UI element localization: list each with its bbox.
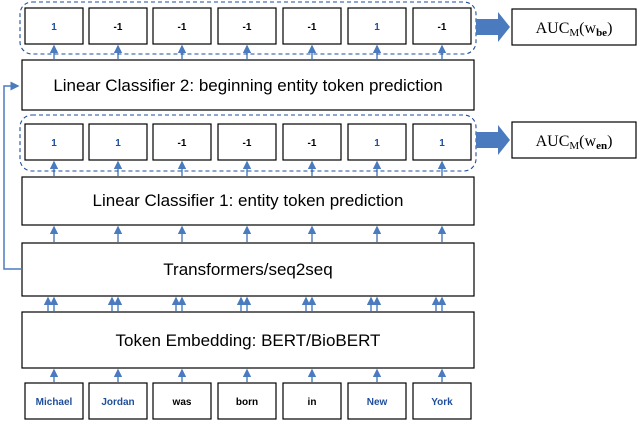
input-token-text: was xyxy=(172,397,192,408)
beginning-label-box xyxy=(412,7,472,45)
entity-label-group: 1 1 -1 -1 -1 1 1 xyxy=(19,114,477,172)
classifier1-label: Linear Classifier 1: entity token predic… xyxy=(93,191,404,210)
entity-label-text: 1 xyxy=(439,138,445,149)
skip-connection-arrow xyxy=(3,81,22,270)
embedding-layer: Token Embedding: BERT/BioBERT xyxy=(21,311,475,369)
beginning-label-box xyxy=(282,7,342,45)
beginning-label-text: -1 xyxy=(114,22,123,33)
entity-label-box xyxy=(217,123,277,161)
entity-label-box xyxy=(282,123,342,161)
entity-label-box xyxy=(88,123,148,161)
beginning-label-box xyxy=(217,7,277,45)
input-token-box xyxy=(282,382,342,420)
auc-en-box: AUCM(wen) xyxy=(511,121,637,159)
beginning-label-box xyxy=(347,7,407,45)
input-token-text: New xyxy=(367,397,388,408)
entity-label-text: -1 xyxy=(308,138,317,149)
input-token-text: York xyxy=(431,397,453,408)
entity-label-text: 1 xyxy=(51,138,57,149)
entity-label-box xyxy=(24,123,84,161)
transformer-label: Transformers/seq2seq xyxy=(163,260,332,279)
beginning-label-text: -1 xyxy=(243,22,252,33)
entity-label-text: -1 xyxy=(178,138,187,149)
embedding-label: Token Embedding: BERT/BioBERT xyxy=(116,331,381,350)
beginning-label-text: -1 xyxy=(438,22,447,33)
beginning-label-box xyxy=(88,7,148,45)
input-token-text: in xyxy=(308,397,317,408)
input-token-box xyxy=(88,382,148,420)
entity-label-text: 1 xyxy=(115,138,121,149)
classifier2-label: Linear Classifier 2: beginning entity to… xyxy=(53,76,442,95)
entity-label-box xyxy=(152,123,212,161)
auc-en-label: AUCM(wen) xyxy=(536,133,613,152)
input-token-row: Michael Jordan was born in New York xyxy=(24,382,472,420)
beginning-label-text: -1 xyxy=(178,22,187,33)
arrows-layer xyxy=(43,44,447,382)
input-token-text: Michael xyxy=(36,397,73,408)
input-token-text: Jordan xyxy=(101,397,134,408)
input-token-box xyxy=(152,382,212,420)
input-token-box xyxy=(347,382,407,420)
input-token-box xyxy=(412,382,472,420)
entity-label-text: 1 xyxy=(374,138,380,149)
beginning-label-text: 1 xyxy=(51,22,57,33)
beginning-label-text: -1 xyxy=(308,22,317,33)
auc-be-label: AUCM(wbe) xyxy=(536,20,613,39)
beginning-label-box xyxy=(24,7,84,45)
beginning-label-text: 1 xyxy=(374,22,380,33)
auc-be-arrow xyxy=(476,12,510,42)
auc-en-arrow xyxy=(476,125,510,155)
entity-label-box xyxy=(347,123,407,161)
entity-label-row: 1 1 -1 -1 -1 1 1 xyxy=(24,123,472,161)
entity-label-text: -1 xyxy=(243,138,252,149)
transformer-layer: Transformers/seq2seq xyxy=(21,242,475,297)
beginning-label-group: 1 -1 -1 -1 -1 1 -1 xyxy=(19,1,477,55)
classifier2-layer: Linear Classifier 2: beginning entity to… xyxy=(21,59,475,111)
input-token-box xyxy=(217,382,277,420)
entity-labels-dashed-frame xyxy=(19,114,477,172)
beginning-label-box xyxy=(152,7,212,45)
classifier1-layer: Linear Classifier 1: entity token predic… xyxy=(21,176,475,226)
input-token-text: born xyxy=(236,397,258,408)
auc-be-box: AUCM(wbe) xyxy=(511,8,637,46)
entity-label-box xyxy=(412,123,472,161)
input-token-box xyxy=(24,382,84,420)
beginning-label-row: 1 -1 -1 -1 -1 1 -1 xyxy=(24,7,472,45)
